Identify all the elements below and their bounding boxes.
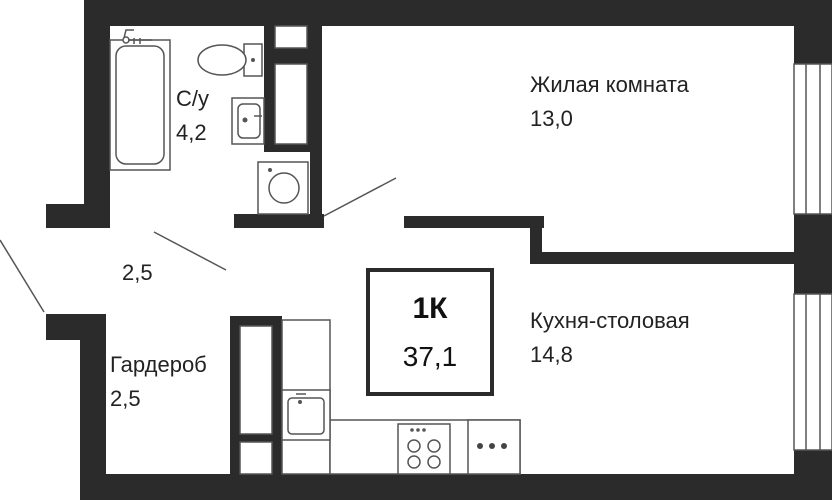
windows: [793, 63, 832, 451]
doors: [0, 177, 397, 313]
wall-left-upper: [84, 0, 110, 218]
dishwasher: [467, 419, 521, 475]
wardrobe-area: 2,5: [110, 386, 141, 411]
wall-left-stub-upper: [46, 204, 110, 228]
shaft-lower-inner: [274, 63, 308, 145]
living-room-label: Жилая комната: [530, 72, 690, 97]
kitchen-sink: [281, 389, 331, 441]
wall-right-bottom: [794, 450, 832, 500]
apartment-badge: 1К 37,1: [366, 268, 494, 396]
kitchen-label: Кухня-столовая: [530, 308, 690, 333]
wardrobe-niche-upper: [239, 325, 273, 435]
washing-machine: [257, 161, 309, 215]
washbasin: [231, 97, 265, 145]
window-kitchen: [793, 293, 832, 451]
kitchen-area: 14,8: [530, 342, 573, 367]
door-entrance: [0, 239, 45, 313]
toilet: [197, 43, 263, 77]
wardrobe-label: Гардероб: [110, 352, 207, 377]
bathroom-area: 4,2: [176, 120, 207, 145]
wall-right-top: [794, 0, 832, 64]
wall-bottom: [80, 474, 832, 500]
living-room-area: 13,0: [530, 106, 573, 131]
wall-left-lower: [80, 314, 106, 500]
apartment-type: 1К: [413, 292, 449, 325]
hall-area: 2,5: [122, 260, 153, 285]
wall-right-middle: [794, 214, 832, 294]
room-labels: С/у 4,2 2,5 Гардероб 2,5 Жилая комната 1…: [110, 72, 690, 411]
walls: [46, 0, 832, 500]
stove: [397, 423, 451, 475]
door-bathroom: [153, 231, 227, 271]
door-living: [323, 177, 397, 217]
wall-bath-bottom: [234, 214, 324, 228]
wardrobe-niche-lower: [239, 441, 273, 475]
apartment-area: 37,1: [403, 341, 458, 372]
shaft-upper-inner: [274, 25, 308, 49]
bathroom-label: С/у: [176, 86, 209, 111]
wall-living-kitchen-c: [530, 252, 800, 264]
window-living: [793, 63, 832, 215]
bathtub: [109, 29, 171, 171]
wall-living-kitchen-a: [404, 216, 544, 228]
wall-top: [84, 0, 832, 26]
